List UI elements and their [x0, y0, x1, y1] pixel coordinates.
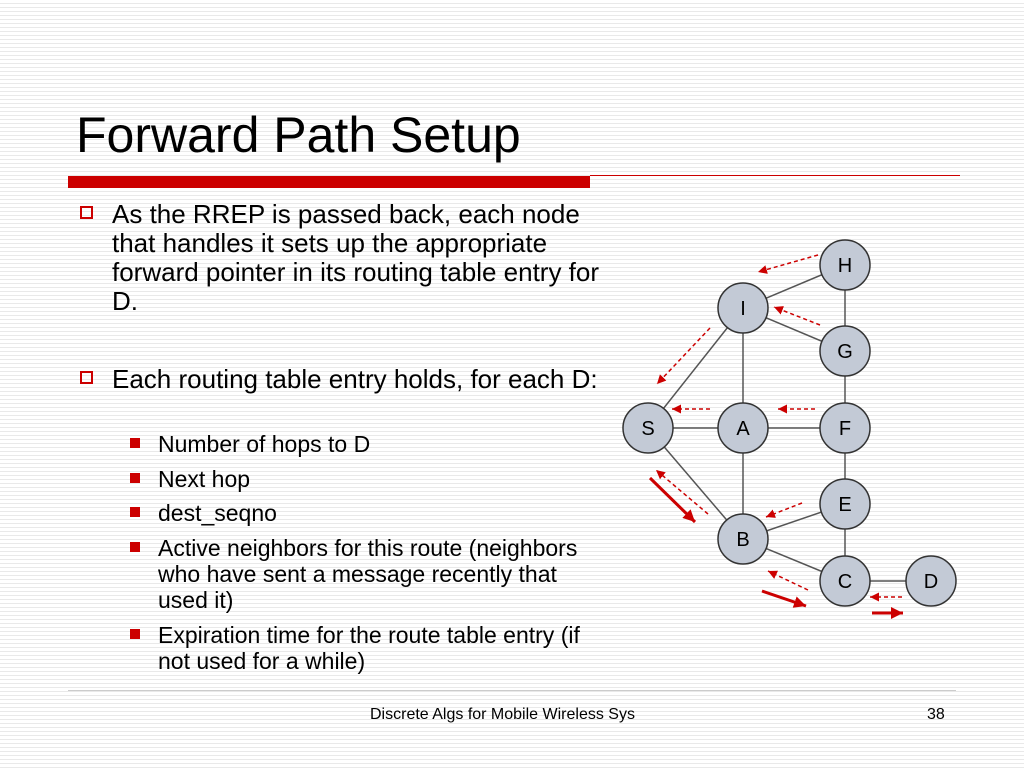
title-underline-red [68, 176, 590, 188]
sub-bullet-item: Next hop [128, 466, 598, 492]
filled-square-bullet-icon [130, 629, 140, 639]
node-i: I [717, 282, 769, 334]
rrep-arrow-h-i [757, 254, 819, 274]
diagram-edges [647, 264, 931, 582]
rrep-arrow-g-i [773, 306, 821, 326]
node-circle [905, 555, 957, 607]
footer-text: Discrete Algs for Mobile Wireless Sys [370, 706, 635, 723]
node-circle [717, 282, 769, 334]
title-underline-thin [590, 175, 960, 176]
node-f: F [819, 402, 871, 454]
node-label: H [838, 255, 852, 277]
node-circle [622, 402, 674, 454]
node-label: C [838, 571, 852, 593]
node-circle [717, 402, 769, 454]
node-circle [819, 478, 871, 530]
sub-bullet-text: Next hop [158, 466, 251, 492]
sub-bullet-item: Active neighbors for this route (neighbo… [128, 535, 598, 613]
sub-bullet-text: Number of hops to D [158, 431, 371, 457]
sub-bullet-text: dest_seqno [158, 500, 277, 526]
footer-divider [68, 690, 956, 691]
sub-bullet-text: Active neighbors for this route (neighbo… [158, 535, 578, 613]
node-s: S [622, 402, 674, 454]
node-d: D [905, 555, 957, 607]
bullet-text: Each routing table entry holds, for each… [112, 364, 598, 394]
sub-bullet-text: Expiration time for the route table entr… [158, 622, 580, 674]
node-circle [717, 513, 769, 565]
node-label: D [924, 571, 938, 593]
filled-square-bullet-icon [130, 473, 140, 483]
node-h: H [819, 239, 871, 291]
bullet-text: As the RREP is passed back, each node th… [112, 199, 600, 316]
filled-square-bullet-icon [130, 438, 140, 448]
slide-title: Forward Path Setup [76, 107, 521, 163]
node-circle [819, 239, 871, 291]
sub-bullet-item: Expiration time for the route table entr… [128, 622, 598, 674]
node-label: G [837, 341, 853, 363]
node-circle [819, 325, 871, 377]
rrep-arrow-b-s [655, 469, 709, 515]
node-e: E [819, 478, 871, 530]
diagram-nodes: H I G S A F E B C D [622, 239, 957, 607]
bullet-item: As the RREP is passed back, each node th… [76, 200, 606, 316]
hollow-square-bullet-icon [80, 371, 93, 384]
forward-arrow-b-c [761, 589, 807, 608]
filled-square-bullet-icon [130, 542, 140, 552]
node-a: A [717, 402, 769, 454]
rrep-arrows [655, 254, 902, 602]
filled-square-bullet-icon [130, 507, 140, 517]
bullet-item: Each routing table entry holds, for each… [76, 365, 606, 394]
node-label: A [736, 418, 750, 440]
node-label: E [838, 494, 851, 516]
node-circle [819, 402, 871, 454]
forward-arrow-s-b [648, 476, 697, 524]
rrep-arrow-i-s [656, 327, 711, 385]
node-b: B [717, 513, 769, 565]
forward-path-arrows [648, 476, 903, 619]
node-label: S [641, 418, 654, 440]
node-c: C [819, 555, 871, 607]
page-number: 38 [927, 706, 945, 723]
node-label: I [740, 298, 746, 320]
node-circle [819, 555, 871, 607]
node-g: G [819, 325, 871, 377]
rrep-arrow-c-b [767, 570, 809, 591]
node-label: B [736, 529, 749, 551]
hollow-square-bullet-icon [80, 206, 93, 219]
rrep-arrow-e-b [765, 502, 803, 518]
sub-bullet-item: dest_seqno [128, 500, 598, 526]
sub-bullet-item: Number of hops to D [128, 431, 598, 457]
node-label: F [839, 418, 851, 440]
